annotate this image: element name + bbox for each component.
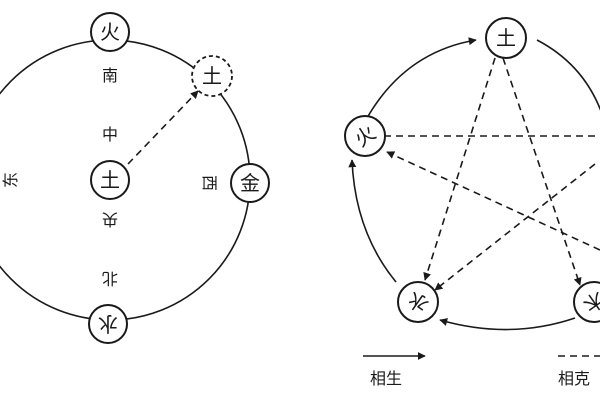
right-node-fire: 火 [344,115,386,157]
direction-north-label: 北 [102,269,118,288]
star-wood-to-fire [386,151,600,251]
arc-metal-to-water [439,317,576,331]
star-earth-to-water [423,57,496,281]
direction-center-label: 中 [102,125,118,144]
left-node-water: 水 [88,304,128,344]
right-node-water: 水 [397,281,439,323]
legend-generating-label: 相生 [370,369,402,388]
arc-water-to-wood [348,159,397,283]
left-node-water-label: 水 [98,312,118,336]
star-right-to-water [434,163,596,291]
right-diagram: 土 火 水 木 相生 相克 [344,17,600,388]
arc-fire-to-earth [366,37,477,119]
right-node-wood: 木 [573,281,600,323]
right-node-earth-label: 土 [496,26,516,50]
left-node-metal-label: 金 [240,171,260,195]
direction-south-label: 南 [102,66,118,85]
left-node-metal: 金 [230,163,270,203]
direction-center-sub-label: 央 [102,210,118,229]
right-node-earth: 土 [485,17,527,59]
center-to-dashed-earth-arrow [127,90,199,165]
direction-east-label: 东 [1,172,20,188]
legend: 相生 相克 [363,352,600,388]
direction-west-label: 西 [200,175,219,191]
legend-overcoming-label: 相克 [558,369,590,388]
left-node-earth-dashed-label: 土 [202,64,222,88]
arc-earth-to-metal [536,39,600,111]
left-node-earth-center-label: 土 [100,168,120,192]
left-node-earth-center: 土 [90,160,130,200]
left-node-fire-label: 火 [100,20,120,44]
left-node-fire: 火 [90,12,130,52]
left-node-earth-dashed: 土 [191,55,233,97]
left-diagram: 火 土 土 金 水 南 中 央 西 北 东 [0,12,270,344]
star-earth-to-metal [502,57,582,286]
